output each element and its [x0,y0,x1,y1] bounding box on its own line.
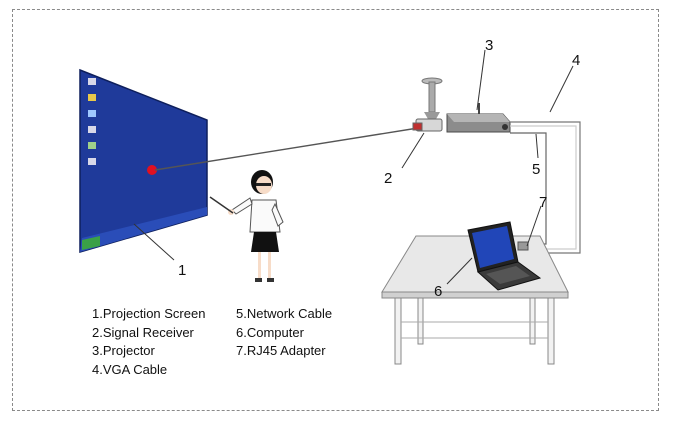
network-cable [510,132,547,245]
legend-item-network-cable: 5.Network Cable [236,306,333,321]
legend-item-computer: 6.Computer [236,324,304,340]
desktop-icon [88,78,96,165]
callout-3: 3 [485,37,493,54]
vga-cable [510,121,581,254]
projector-icon [415,77,511,133]
callout-4: 4 [572,52,580,69]
legend-item-projection-screen: 1.Projection Screen [92,306,206,321]
rj45-adapter [517,241,529,251]
legend-left: 1.Projection Screen 2.Signal Receiver 3.… [92,305,205,379]
laser-dot [147,165,157,175]
callout-1: 1 [178,262,186,279]
callout-2: 2 [384,170,392,187]
callout-6: 6 [434,283,442,300]
legend-item-vga-cable: 4.VGA Cable [92,361,168,377]
legend-right: 5.Network Cable 6.Computer 7.RJ45 Adapte… [236,305,332,361]
leader-lines [133,49,574,285]
teacher-figure [209,170,284,282]
laptop-icon [467,221,542,291]
legend-item-rj45-adapter: 7.RJ45 Adapter [236,343,326,358]
callout-7: 7 [539,194,547,211]
legend-item-signal-receiver: 2.Signal Receiver [92,324,194,340]
callout-5: 5 [532,161,540,178]
projection-screen [79,68,208,253]
signal-beam [154,127,419,171]
signal-receiver [412,122,423,131]
legend-item-projector: 3.Projector [92,343,155,358]
